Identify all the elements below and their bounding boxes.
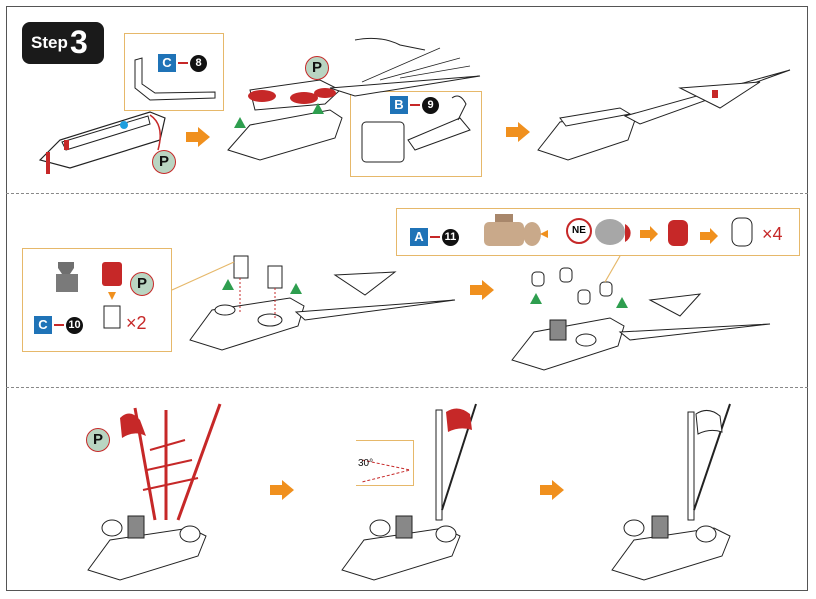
hull-step-final <box>611 403 731 581</box>
down-arrow <box>108 292 116 300</box>
green-marker <box>234 117 246 128</box>
hull-step-3 <box>537 69 791 161</box>
part-b9 <box>361 95 471 163</box>
hull-step-4 <box>189 255 456 351</box>
callout-leader <box>604 255 621 283</box>
instruction-frame <box>6 6 808 591</box>
paint-tag-p: P <box>130 272 154 296</box>
hull-step-1 <box>38 111 166 174</box>
hull-step-7 <box>341 403 477 581</box>
part-c10 <box>56 262 122 329</box>
label-c10: C 10 <box>34 316 83 334</box>
quantity-x2: ×2 <box>126 313 147 333</box>
section-divider-2 <box>6 387 808 388</box>
label-a11: A 11 <box>410 228 459 246</box>
arrow-right-4 <box>270 480 294 500</box>
boom-part-c8 <box>134 57 216 101</box>
angle-label: 30° <box>358 458 374 469</box>
part-number: 8 <box>190 54 207 72</box>
part-number: 10 <box>66 316 83 334</box>
arrow-right-2 <box>506 122 530 142</box>
arrow-right-1 <box>186 127 210 147</box>
green-marker <box>290 283 302 294</box>
ne-tag: NE <box>566 218 592 244</box>
hull-step-5 <box>511 267 771 371</box>
part-letter: C <box>158 54 176 72</box>
green-marker <box>616 297 628 308</box>
step-word: Step <box>31 33 68 52</box>
callout-c10 <box>22 248 172 352</box>
part-a11-sequence <box>484 214 753 247</box>
green-marker <box>222 279 234 290</box>
part-letter: C <box>34 316 52 334</box>
part-letter: A <box>410 228 428 246</box>
quantity-x4: ×4 <box>762 224 783 244</box>
section-divider-1 <box>6 193 808 194</box>
paint-tag-p: P <box>305 56 329 80</box>
paint-tag-p: P <box>152 150 176 174</box>
hull-step-2 <box>227 37 481 161</box>
hull-step-6 <box>87 403 222 581</box>
paint-tag-p: P <box>86 428 110 452</box>
arrow-right-3 <box>470 280 494 300</box>
part-number: 11 <box>442 228 459 246</box>
arrow-right-5 <box>540 480 564 500</box>
green-marker <box>530 293 542 304</box>
step-number: 3 <box>70 24 88 60</box>
callout-angle <box>356 440 414 486</box>
callout-leader <box>171 261 235 291</box>
part-letter: B <box>390 96 408 114</box>
part-number: 9 <box>422 96 439 114</box>
step-badge: Step 3 <box>22 22 104 64</box>
